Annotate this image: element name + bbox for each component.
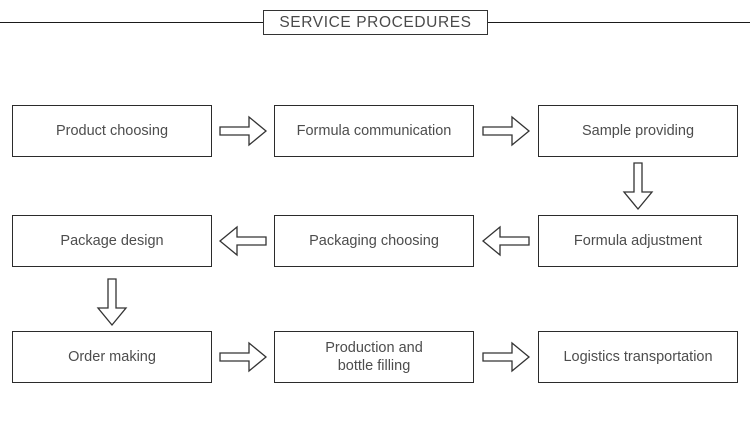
page-title-box: SERVICE PROCEDURES xyxy=(263,10,488,35)
arrow-down-icon xyxy=(95,278,129,327)
arrow-left-icon xyxy=(218,224,267,258)
flow-node-sample-providing[interactable]: Sample providing xyxy=(538,105,738,157)
flow-node-label: Production and bottle filling xyxy=(325,339,423,374)
flow-node-label: Formula adjustment xyxy=(573,232,703,249)
arrow-left-icon xyxy=(481,224,530,258)
flow-node-label: Order making xyxy=(68,348,156,365)
arrow-down-icon xyxy=(621,162,655,211)
arrow-right-icon xyxy=(482,114,531,148)
flow-node-label: Packaging choosing xyxy=(309,232,439,249)
flow-node-production-bottle-filling[interactable]: Production and bottle filling xyxy=(274,331,474,383)
title-rule-left xyxy=(0,22,264,23)
flow-node-label: Sample providing xyxy=(581,122,695,139)
flow-node-order-making[interactable]: Order making xyxy=(12,331,212,383)
flow-node-formula-adjustment[interactable]: Formula adjustment xyxy=(538,215,738,267)
title-rule-right xyxy=(487,22,750,23)
flow-node-package-design[interactable]: Package design xyxy=(12,215,212,267)
flow-node-label: Logistics transportation xyxy=(563,348,713,365)
flow-node-label: Product choosing xyxy=(55,122,169,139)
arrow-right-icon xyxy=(219,340,268,374)
flow-node-packaging-choosing[interactable]: Packaging choosing xyxy=(274,215,474,267)
page-title: SERVICE PROCEDURES xyxy=(279,13,472,31)
flow-node-product-choosing[interactable]: Product choosing xyxy=(12,105,212,157)
flow-node-label: Package design xyxy=(60,232,164,249)
flow-node-logistics-transportation[interactable]: Logistics transportation xyxy=(538,331,738,383)
arrow-right-icon xyxy=(482,340,531,374)
flow-node-label: Formula communication xyxy=(296,122,452,139)
flow-node-formula-communication[interactable]: Formula communication xyxy=(274,105,474,157)
page-title-band: SERVICE PROCEDURES xyxy=(0,0,750,46)
arrow-right-icon xyxy=(219,114,268,148)
